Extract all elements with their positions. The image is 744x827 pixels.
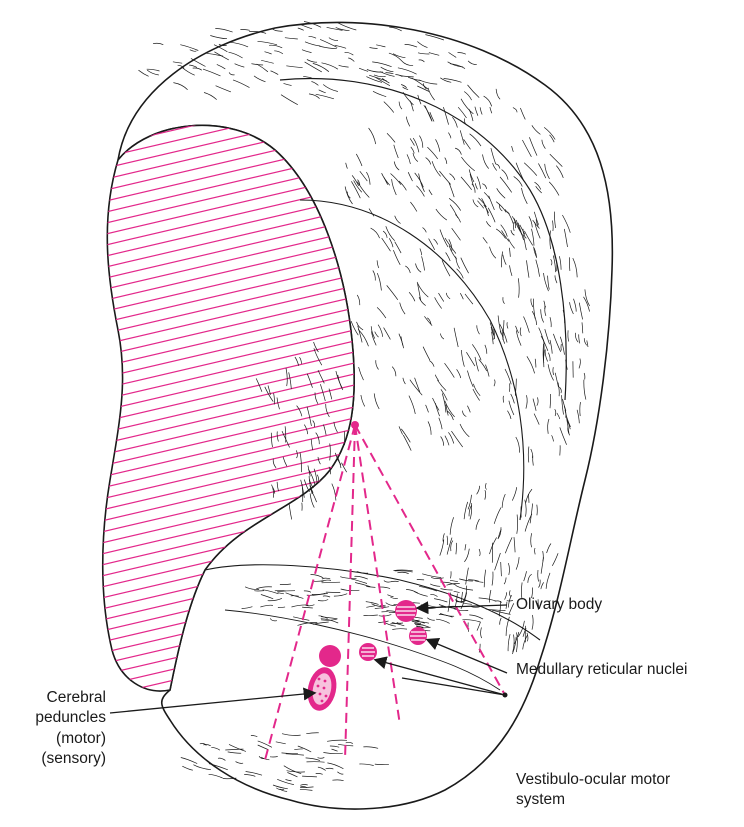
- label-cerebral-line-4: (sensory): [8, 749, 106, 769]
- label-cerebral-line-3: (motor): [8, 729, 106, 749]
- label-cerebral-line-2: peduncles: [8, 708, 106, 728]
- nucleus-left-medullary: [319, 645, 341, 667]
- shading-stroke: [182, 766, 193, 770]
- shading-stroke: [223, 778, 237, 779]
- hatch-line: [80, 0, 380, 9]
- label-medullary-reticular-nuclei: Medullary reticular nuclei: [516, 660, 687, 680]
- nucleus-olivary-body: [395, 600, 417, 622]
- nucleus-vestibulo-ocular: [359, 643, 377, 661]
- shading-stroke: [147, 69, 160, 71]
- shading-stroke: [210, 36, 227, 39]
- nucleus-medullary-reticular: [409, 627, 427, 645]
- shading-stroke: [181, 758, 197, 764]
- label-vestibulo-line-1: Vestibulo-ocular motor: [516, 770, 670, 790]
- leader-junction-dot: [503, 693, 508, 698]
- label-vestibulo-line-2: system: [516, 790, 670, 810]
- shading-stroke: [173, 62, 182, 63]
- shading-stroke: [147, 70, 159, 75]
- label-vestibulo-ocular: Vestibulo-ocular motor system: [516, 770, 670, 811]
- shading-stroke: [153, 43, 163, 44]
- projection-apex: [351, 421, 359, 429]
- shading-stroke: [215, 28, 232, 32]
- shading-stroke: [209, 774, 223, 778]
- label-cerebral-peduncles: Cerebral peduncles (motor) (sensory): [8, 688, 106, 770]
- shading-stroke: [180, 45, 198, 51]
- shading-stroke: [139, 70, 149, 76]
- label-olivary-body: Olivary body: [516, 595, 602, 615]
- shading-stroke: [193, 765, 211, 770]
- label-cerebral-line-1: Cerebral: [8, 688, 106, 708]
- hatch-line: [80, 0, 380, 20]
- shading-stroke: [240, 29, 249, 30]
- shading-stroke: [190, 50, 197, 52]
